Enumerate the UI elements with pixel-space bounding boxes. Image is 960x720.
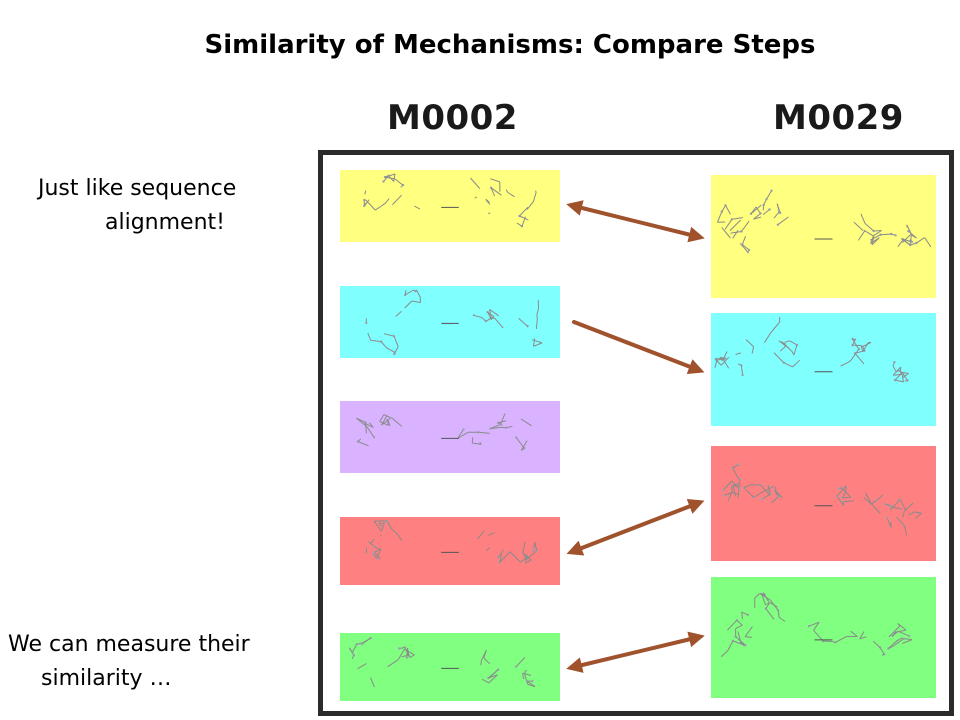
molecule-sketch bbox=[365, 519, 538, 564]
molecule-sketch bbox=[356, 413, 532, 451]
note-bottom-line-1: We can measure their bbox=[8, 632, 250, 657]
step-box-left-3 bbox=[340, 401, 560, 473]
note-bottom-line-2: similarity … bbox=[41, 666, 172, 691]
molecule-sketch bbox=[363, 173, 537, 228]
molecule-sketch bbox=[714, 316, 909, 383]
step-box-left-1 bbox=[340, 170, 560, 242]
alignment-arrow-2 bbox=[572, 320, 705, 375]
alignment-arrow-3 bbox=[566, 498, 705, 556]
molecule-sketch bbox=[365, 289, 543, 356]
slide-title: Similarity of Mechanisms: Compare Steps bbox=[204, 30, 816, 60]
step-box-left-5 bbox=[340, 633, 560, 701]
alignment-arrow-1 bbox=[566, 200, 705, 243]
molecule-sketch bbox=[720, 592, 913, 658]
step-box-left-2 bbox=[340, 286, 560, 358]
mechanism-label-left: M0002 bbox=[387, 98, 518, 138]
note-measure-similarity: We can measure their similarity … bbox=[8, 628, 308, 696]
note-top-line-1: Just like sequence bbox=[38, 176, 237, 201]
molecule-sketch bbox=[717, 189, 932, 254]
molecule-sketch bbox=[722, 463, 922, 536]
note-top-line-2: alignment! bbox=[105, 210, 225, 235]
mechanism-label-right: M0029 bbox=[773, 98, 904, 138]
step-box-right-2 bbox=[711, 313, 936, 426]
step-box-right-3 bbox=[711, 446, 936, 561]
step-box-right-1 bbox=[711, 175, 936, 298]
molecule-sketch bbox=[348, 636, 536, 688]
note-sequence-alignment: Just like sequence alignment! bbox=[38, 172, 298, 240]
step-box-right-4 bbox=[711, 577, 936, 698]
alignment-arrow-4 bbox=[566, 631, 705, 673]
step-box-left-4 bbox=[340, 517, 560, 585]
